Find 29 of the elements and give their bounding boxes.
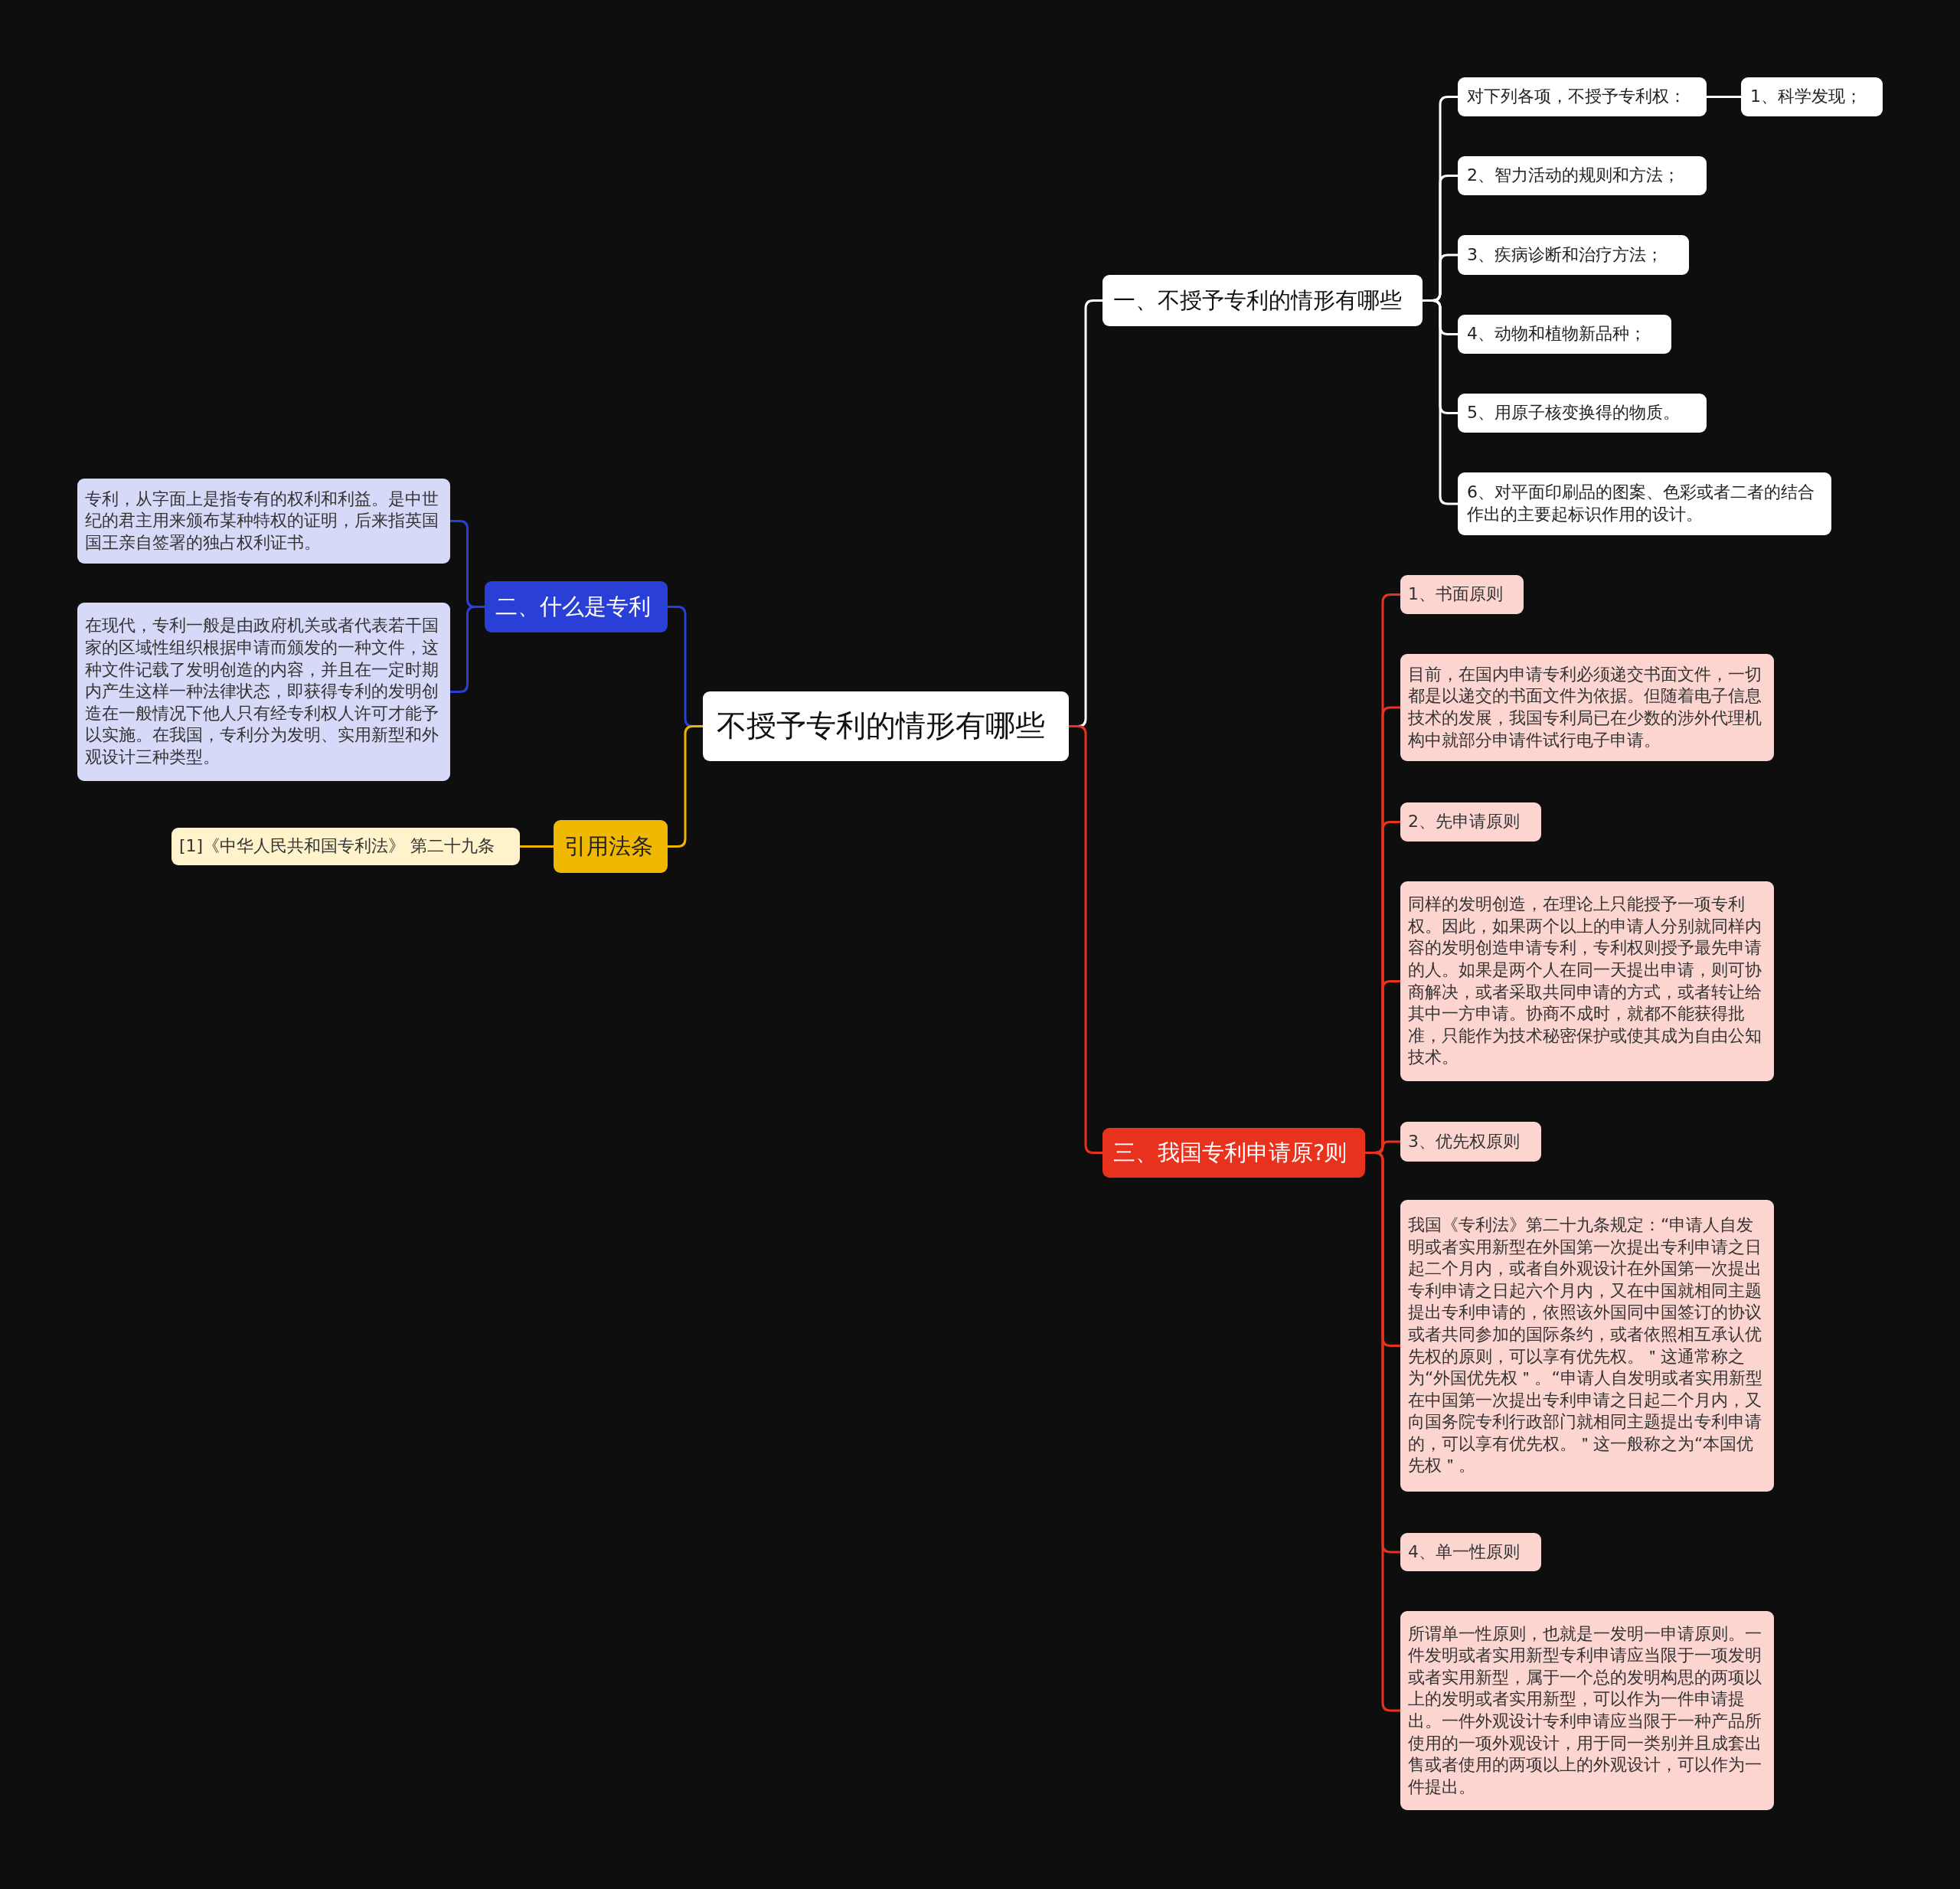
connector-line <box>520 845 554 848</box>
topic-box: 对下列各项，不授予专利权： <box>1458 77 1707 116</box>
topic-box: 3、疾病诊断和治疗方法； <box>1458 235 1689 275</box>
connector-line <box>450 606 485 693</box>
topic-box: 我国《专利法》第二十九条规定：“申请人自发明或者实用新型在外国第一次提出专利申请之日起二个月内，或者自外观设计在外国第一次提出专利申请之日起六个月内，又在中国就相同主题提出专利申请的，依照该外国同中国签订的协议或者共同参加的国际条约，或者依照相互承认优先权的原则，可以享有优先权。＂这通常称之为“外国优先权＂。“申请人自发明或者实用新型在中国第一次提出专利申请之日起二个月内，又向国务院专利行政部门就相同主题提出专利申请的，可以享有优先权。＂这一般称之为“本国优先权＂。 <box>1400 1200 1774 1492</box>
topic-box: 2、先申请原则 <box>1400 802 1541 842</box>
topic-box: 目前，在国内申请专利必须递交书面文件，一切都是以递交的书面文件为依据。但随着电子信息技术的发展，我国专利局已在少数的涉外代理机构中就部分申请件试行电子申请。 <box>1400 654 1774 761</box>
topic-box: 2、智力活动的规则和方法； <box>1458 156 1707 195</box>
branch-box: 二、什么是专利 <box>485 581 668 632</box>
branch-box: 三、我国专利申请原?则 <box>1102 1128 1365 1178</box>
topic-box: 1、科学发现； <box>1741 77 1883 116</box>
central-topic-box: 不授予专利的情形有哪些 <box>703 691 1069 761</box>
topic-box: 在现代，专利一般是由政府机关或者代表若干国家的区域性组织根据申请而颁发的一种文件，这种文件记载了发明创造的内容，并且在一定时期内产生这样一种法律状态，即获得专利的发明创造在一般情况下他人只有经专利权人许可才能予以实施。在我国，专利分为发明、实用新型和外观设计三种类型。 <box>77 603 450 781</box>
topic-box: 5、用原子核变换得的物质。 <box>1458 394 1707 433</box>
topic-box: 同样的发明创造，在理论上只能授予一项专利权。因此，如果两个以上的申请人分别就同样内容的发明创造申请专利，专利权则授予最先申请的人。如果是两个人在同一天提出申请，则可协商解决，或者采取共同申请的方式，或者转让给其中一方申请。协商不成时，就都不能获得批准，只能作为技术秘密保护或使其成为自由公知技术。 <box>1400 881 1774 1081</box>
connector-line <box>1423 299 1458 505</box>
connector-line <box>1069 725 1102 1154</box>
topic-box: 6、对平面印刷品的图案、色彩或者二者的结合作出的主要起标识作用的设计。 <box>1458 472 1831 535</box>
topic-box: 4、单一性原则 <box>1400 1533 1541 1571</box>
connector-line <box>1707 96 1741 98</box>
topic-box: [1]《中华人民共和国专利法》 第二十九条 <box>172 828 520 865</box>
topic-box: 所谓单一性原则，也就是一发明一申请原则。一件发明或者实用新型专利申请应当限于一项发明或者实用新型，属于一个总的发明构思的两项以上的发明或者实用新型，可以作为一件申请提出。一件外观设计专利申请应当限于一种产品所使用的一项外观设计，用于同一类别并且成套出售或者使用的两项以上的外观设计，可以作为一件提出。 <box>1400 1611 1774 1810</box>
branch-box: 引用法条 <box>554 820 668 873</box>
topic-box: 3、优先权原则 <box>1400 1122 1541 1162</box>
topic-box: 4、动物和植物新品种； <box>1458 315 1671 354</box>
topic-box: 专利，从字面上是指专有的权利和利益。是中世纪的君主用来颁布某种特权的证明，后来指英国国王亲自签署的独占权利证书。 <box>77 479 450 564</box>
connector-line <box>668 725 703 848</box>
topic-box: 1、书面原则 <box>1400 575 1524 614</box>
branch-box: 一、不授予专利的情形有哪些 <box>1102 275 1423 326</box>
